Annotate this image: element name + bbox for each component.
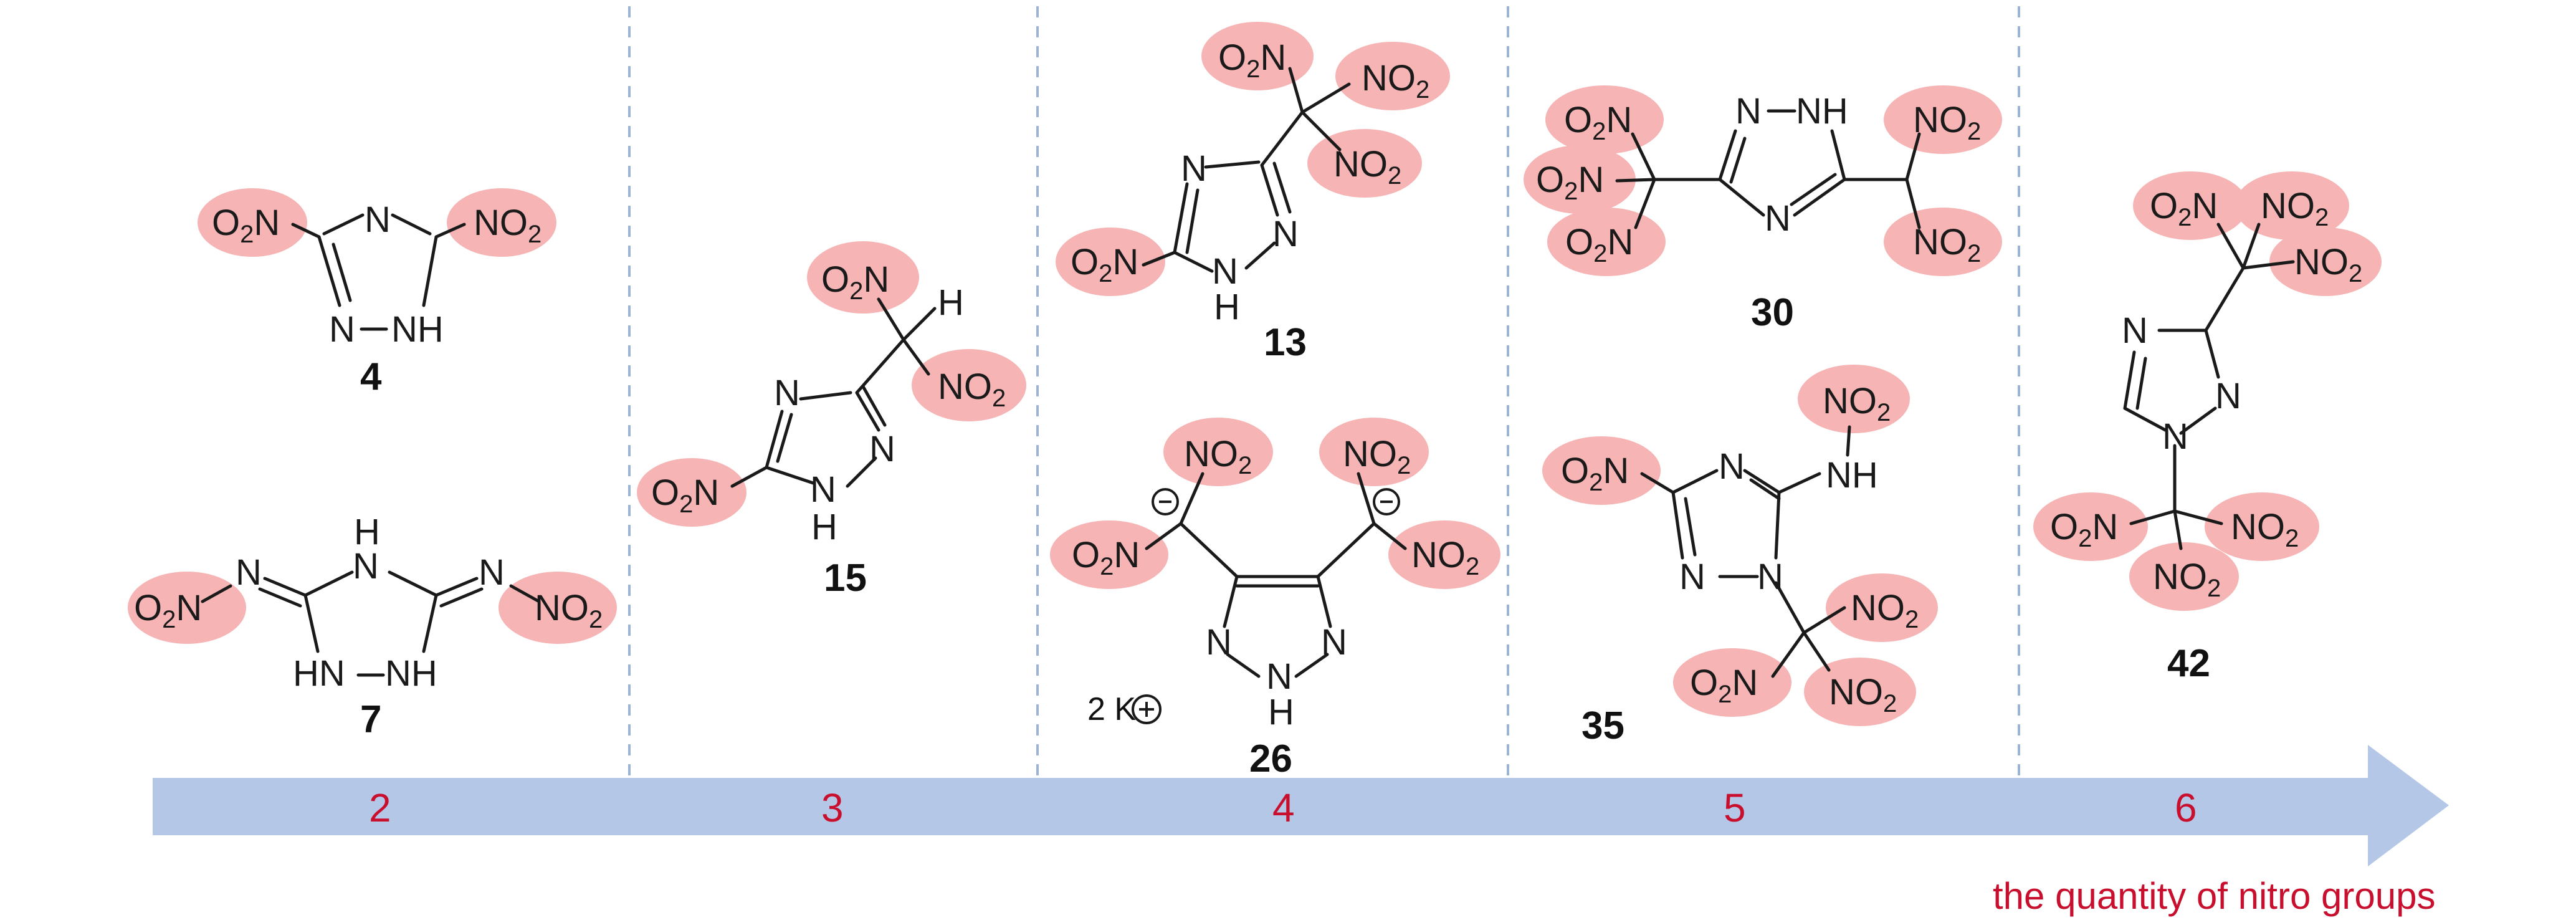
svg-text:H: H xyxy=(354,512,380,552)
svg-text:O2N: O2N xyxy=(821,259,889,305)
plus-charge-icon xyxy=(1132,694,1162,724)
compound-id: 7 xyxy=(360,698,381,741)
svg-text:N: N xyxy=(2122,310,2148,351)
svg-text:N: N xyxy=(1266,656,1292,697)
svg-text:N: N xyxy=(2162,416,2188,457)
compound-7: H N N N HN NH O2N NO2 7 xyxy=(128,512,617,741)
svg-text:NH: NH xyxy=(391,309,444,350)
svg-text:NH: NH xyxy=(385,653,437,694)
svg-text:N: N xyxy=(810,469,836,510)
svg-text:H: H xyxy=(938,282,964,323)
compound-id: 13 xyxy=(1264,321,1307,364)
counterion-label: 2 K xyxy=(1087,691,1136,727)
svg-text:N: N xyxy=(2215,376,2241,416)
svg-text:N: N xyxy=(1206,622,1232,663)
compound-id: 42 xyxy=(2167,642,2210,685)
svg-text:H: H xyxy=(1268,692,1294,732)
compound-id: 26 xyxy=(1249,737,1292,780)
svg-text:N: N xyxy=(1757,557,1783,597)
svg-text:N: N xyxy=(1765,198,1791,239)
compound-id: 15 xyxy=(824,557,867,600)
svg-text:N: N xyxy=(353,546,379,587)
svg-text:NH: NH xyxy=(1826,455,1878,496)
compound-26: N N N H NO2 NO2 O2N NO2 2 K 26 xyxy=(1050,418,1500,780)
svg-text:O2N: O2N xyxy=(1565,222,1633,267)
svg-text:N: N xyxy=(1679,557,1705,597)
svg-text:O2N: O2N xyxy=(1564,100,1632,145)
svg-text:H: H xyxy=(811,507,837,547)
svg-text:N: N xyxy=(1181,148,1207,189)
compound-15: N N N H H O2N NO2 O2N 15 xyxy=(637,241,1026,600)
svg-text:N: N xyxy=(1735,91,1762,132)
column-dividers xyxy=(628,6,2020,776)
svg-text:N: N xyxy=(1272,214,1299,254)
svg-text:N: N xyxy=(365,199,391,240)
svg-text:N: N xyxy=(1212,251,1238,292)
axis-caption: the quantity of nitro groups xyxy=(1993,875,2435,917)
svg-text:O2N: O2N xyxy=(1071,242,1138,287)
svg-text:N: N xyxy=(1321,622,1347,663)
svg-text:O2N: O2N xyxy=(1072,535,1140,580)
scale-label: 6 xyxy=(2175,785,2197,830)
nitro-count-arrow xyxy=(153,745,2449,866)
svg-text:N: N xyxy=(869,429,895,469)
svg-text:NH: NH xyxy=(1796,91,1848,132)
compound-4: N N NH O2N NO2 4 xyxy=(198,188,556,398)
compound-id: 30 xyxy=(1751,291,1794,334)
svg-text:N: N xyxy=(479,552,505,593)
compound-42: N N N O2N NO2 NO2 O2N NO2 NO2 42 xyxy=(2033,171,2382,685)
scale-label: 3 xyxy=(821,785,844,830)
svg-text:O2N: O2N xyxy=(2150,186,2218,231)
scale-label: 4 xyxy=(1272,785,1295,830)
compound-13: N N N H O2N NO2 NO2 O2N 13 xyxy=(1056,22,1450,364)
compound-35: N N N NH NO2 O2N NO2 O2N NO2 35 xyxy=(1542,365,1938,747)
svg-text:H: H xyxy=(1214,287,1240,327)
svg-text:N: N xyxy=(774,373,800,413)
svg-text:N: N xyxy=(329,309,355,350)
compound-id: 4 xyxy=(360,355,382,398)
compound-30: N NH N O2N O2N O2N NO2 NO2 30 xyxy=(1524,85,2002,334)
svg-text:O2N: O2N xyxy=(1690,663,1758,708)
svg-text:HN: HN xyxy=(293,653,345,694)
svg-text:NO2: NO2 xyxy=(1333,144,1401,189)
compound-id: 35 xyxy=(1581,704,1624,747)
scale-label: 2 xyxy=(369,785,391,830)
scale-label: 5 xyxy=(1724,785,1746,830)
svg-text:N: N xyxy=(1719,446,1745,487)
scale-labels: 2 3 4 5 6 xyxy=(369,785,2197,830)
svg-text:N: N xyxy=(236,552,262,593)
